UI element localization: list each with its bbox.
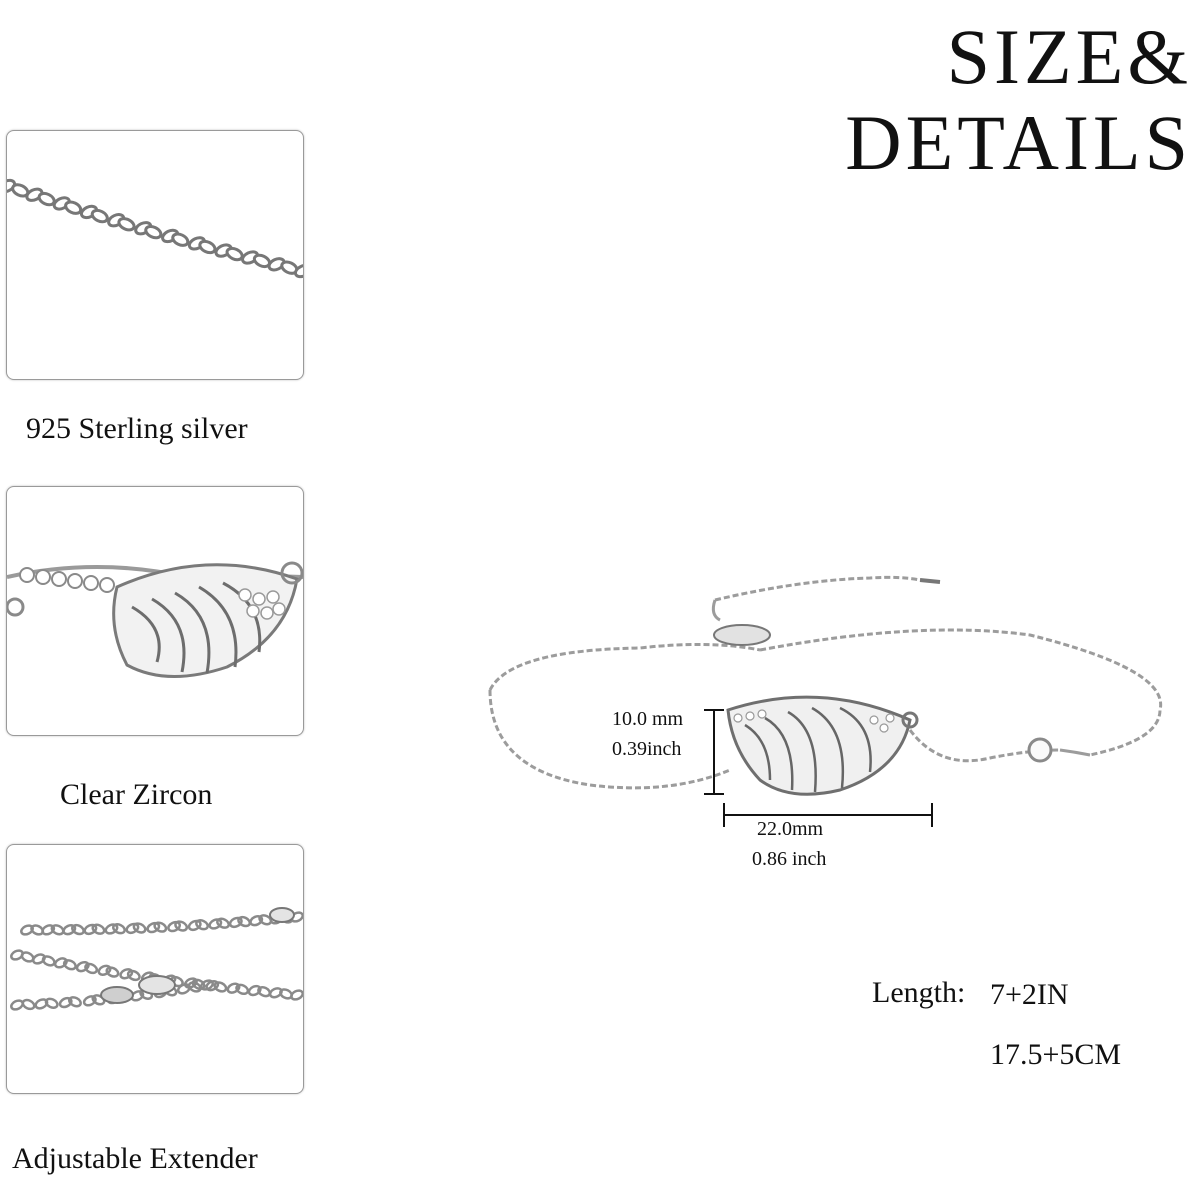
length-cm: 17.5+5CM bbox=[990, 1038, 1122, 1071]
chain-illustration bbox=[7, 178, 303, 279]
width-inch-label: 0.86 inch bbox=[752, 848, 827, 870]
height-inch-label: 0.39inch bbox=[612, 738, 682, 760]
height-mm-label: 10.0 mm bbox=[612, 708, 684, 730]
feature-caption-silver: 925 Sterling silver bbox=[26, 412, 248, 445]
feature-caption-extender: Adjustable Extender bbox=[12, 1142, 258, 1175]
page-title: SIZE& DETAILS bbox=[845, 14, 1192, 186]
extender-illustration bbox=[10, 907, 303, 1011]
feature-caption-zircon: Clear Zircon bbox=[60, 778, 213, 811]
length-label: Length: bbox=[872, 976, 966, 1009]
extender-chain-image bbox=[6, 844, 304, 1094]
wing-illustration bbox=[7, 561, 303, 679]
title-line-1: SIZE& bbox=[946, 13, 1192, 100]
chain-closeup-image bbox=[6, 130, 304, 380]
length-inches: 7+2IN bbox=[990, 978, 1069, 1011]
bracelet-product-image bbox=[488, 575, 1163, 827]
angel-wing-closeup-image bbox=[6, 486, 304, 736]
width-mm-label: 22.0mm bbox=[757, 818, 824, 840]
title-line-2: DETAILS bbox=[845, 99, 1192, 186]
